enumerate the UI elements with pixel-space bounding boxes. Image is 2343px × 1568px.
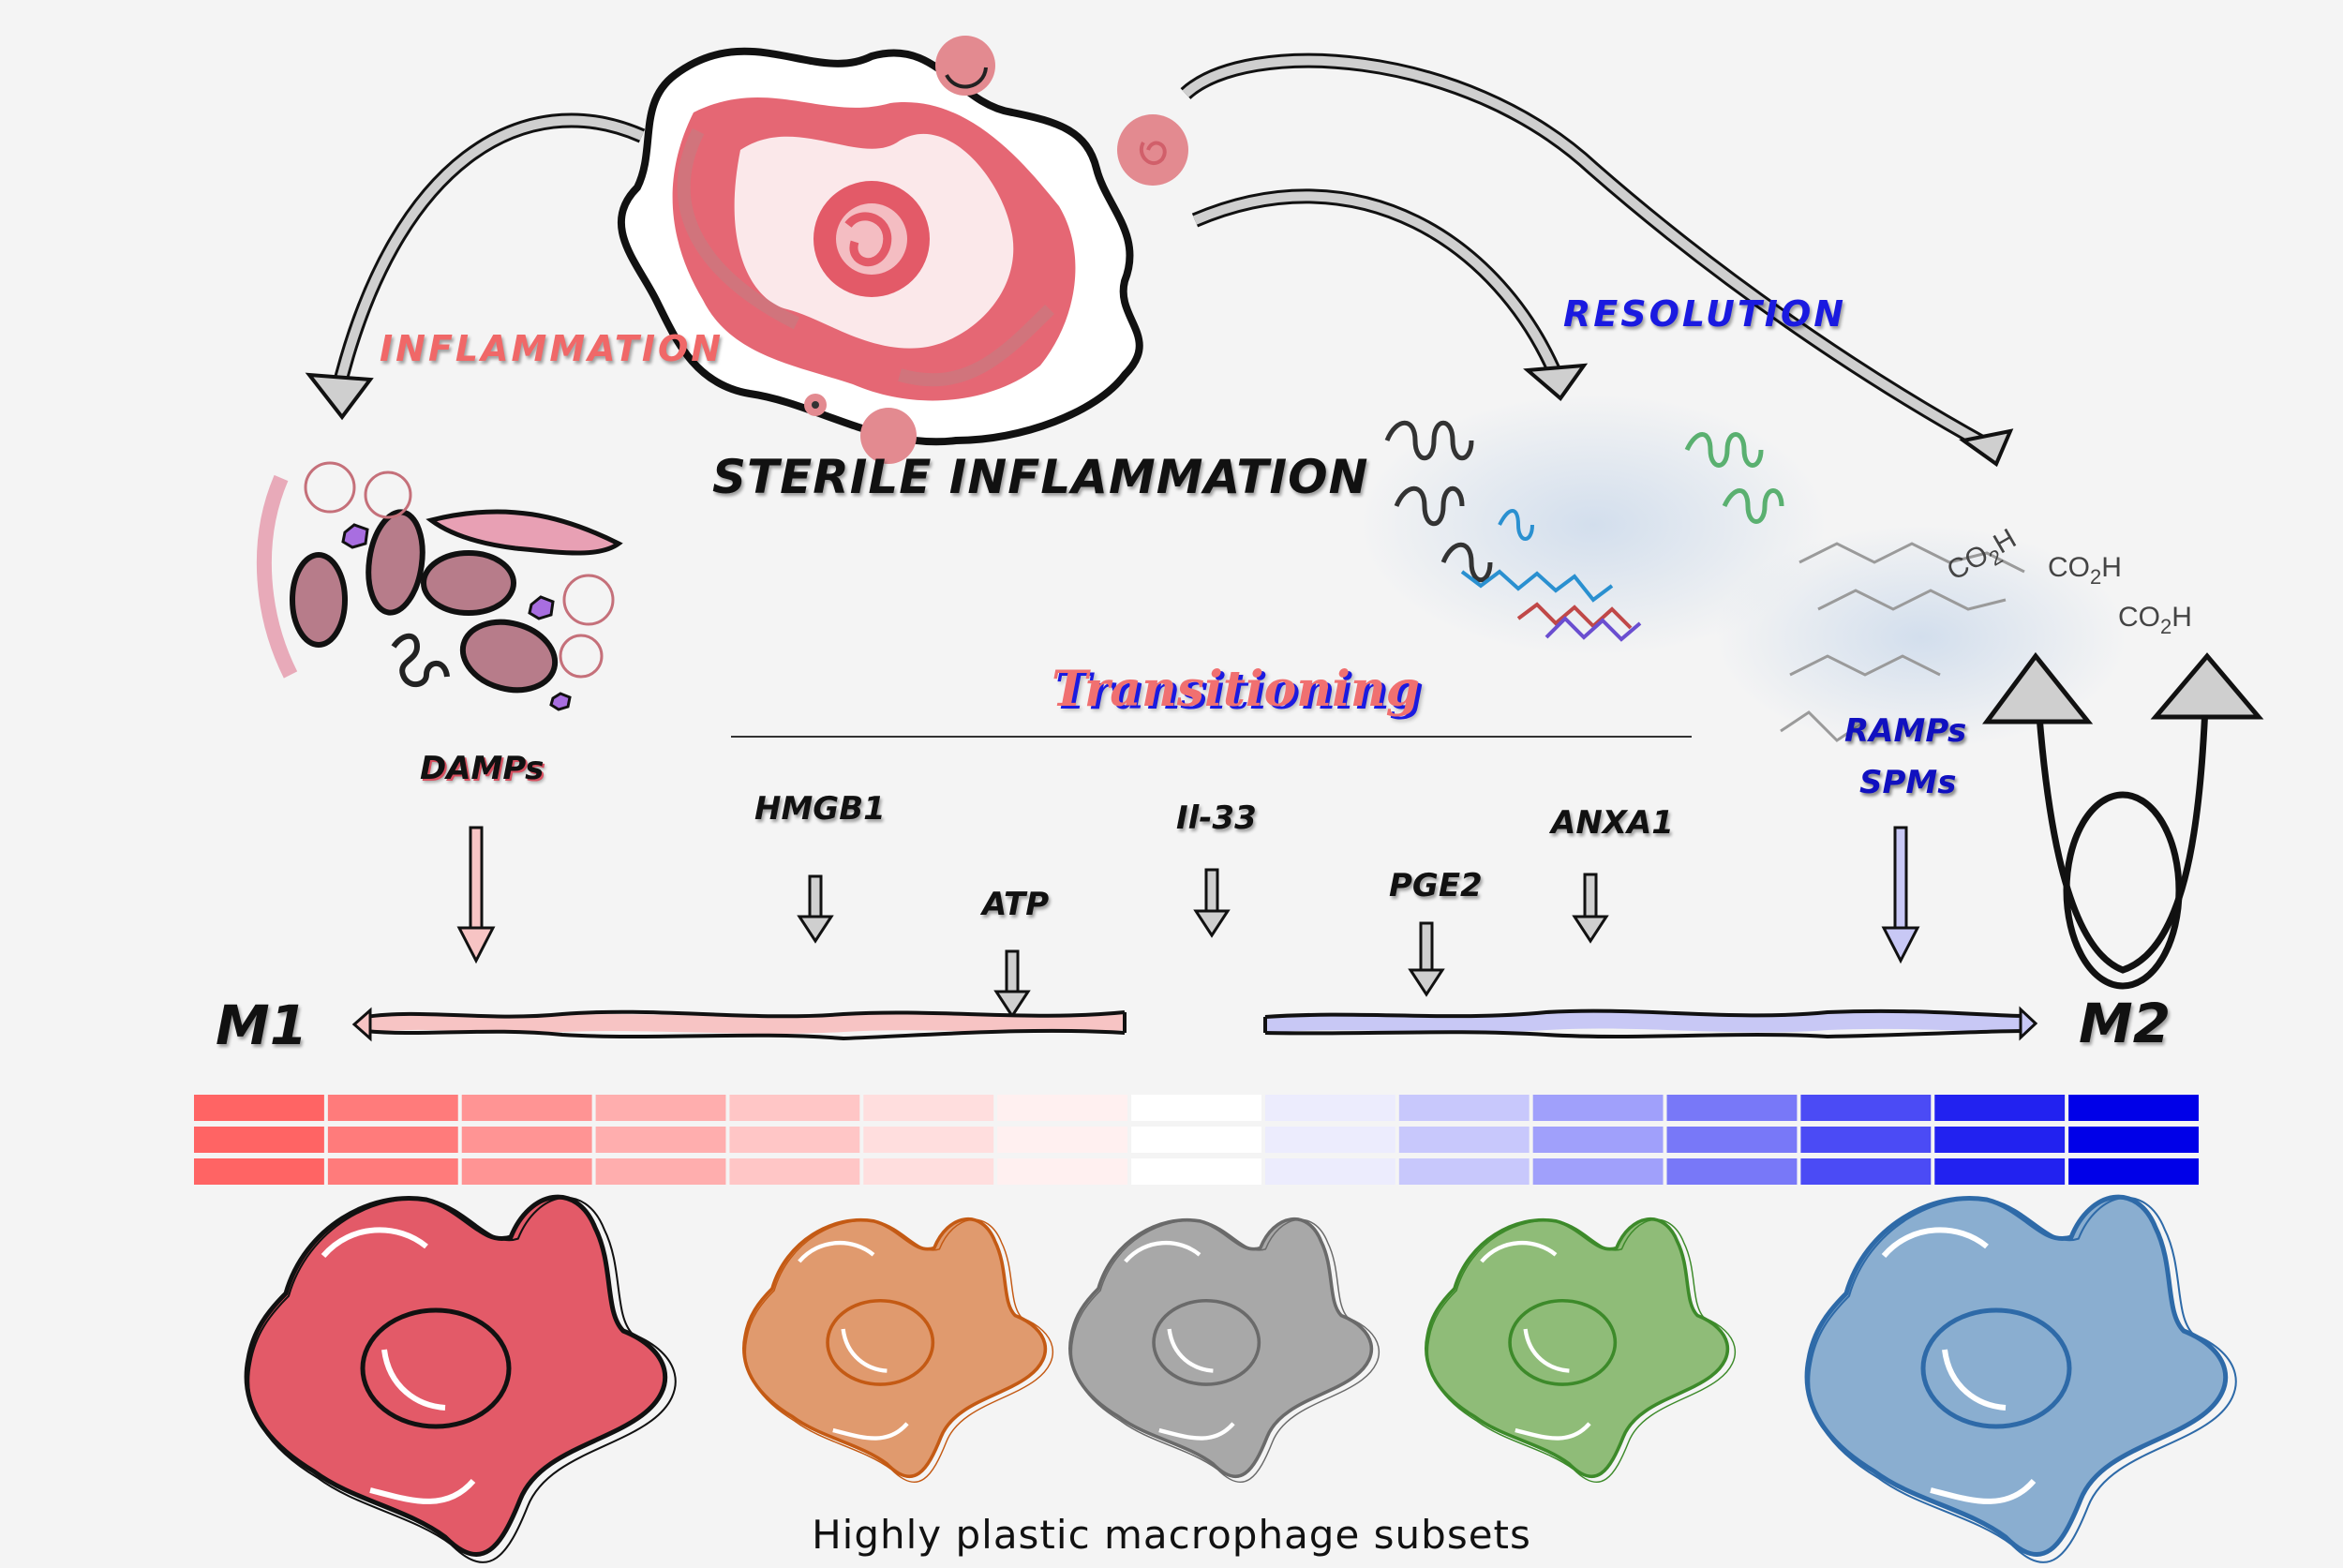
gradient-cell-m1-r1-c5 <box>729 1095 860 1121</box>
m2-polarization-arrow <box>1263 1006 2038 1041</box>
transitioning-title: Transitioning <box>1052 661 1421 718</box>
gradient-cell-m2-r2-c9 <box>1264 1127 1395 1153</box>
mediator-label-atp: ATP <box>982 886 1050 923</box>
mediator-arrow-atp <box>993 949 1031 1019</box>
gradient-cell-m2-r1-c11 <box>1532 1095 1664 1121</box>
ramps-spms-down-arrow <box>1881 826 1920 964</box>
gradient-cell-m1-r1-c6 <box>863 1095 994 1121</box>
resolution-label: RESOLUTION <box>1563 293 1847 335</box>
resolution-protein-illustration: CO2H CO2H CO2H <box>1359 394 2192 750</box>
mediator-label-il33: Il-33 <box>1176 799 1257 837</box>
gradient-cell-neutral-r2-c8 <box>1131 1127 1261 1153</box>
mediator-arrow-hmgb1 <box>797 874 834 944</box>
gradient-cell-m1-r3-c6 <box>863 1158 994 1185</box>
gradient-cell-m1-r3-c4 <box>595 1158 726 1185</box>
macrophage-intermediate-3 <box>1425 1217 1736 1483</box>
macrophage-m2 <box>1804 1194 2237 1563</box>
gradient-cell-m2-r2-c11 <box>1532 1127 1664 1153</box>
gradient-cell-m2-r1-c14 <box>1934 1095 2066 1121</box>
m1-polarization-arrow <box>351 1007 1127 1042</box>
gradient-cell-m2-r2-c10 <box>1398 1127 1530 1153</box>
gradient-cell-m2-r2-c15 <box>2068 1127 2199 1153</box>
mediator-arrow-il33 <box>1193 868 1231 938</box>
gradient-cell-m1-r3-c5 <box>729 1158 860 1185</box>
gradient-cell-m1-r3-c7 <box>997 1158 1128 1185</box>
gradient-cell-m2-r2-c13 <box>1800 1127 1932 1153</box>
gradient-cell-m2-r1-c15 <box>2068 1095 2199 1121</box>
inflammation-label: INFLAMMATION <box>380 328 724 369</box>
ramps-label: RAMPs <box>1844 712 1967 750</box>
gradient-cell-m2-r3-c15 <box>2068 1158 2199 1185</box>
gradient-cell-m1-r1-c3 <box>461 1095 592 1121</box>
curved-arrow-to-spm <box>1180 52 2014 468</box>
curved-arrow-to-inflammation <box>305 112 646 421</box>
gradient-cell-m1-r2-c5 <box>729 1127 860 1153</box>
gradient-cell-m2-r1-c10 <box>1398 1095 1530 1121</box>
macrophage-m1 <box>244 1194 677 1563</box>
sterile-inflammation-label: STERILE INFLAMMATION <box>712 450 1369 504</box>
gradient-cell-m1-r2-c1 <box>194 1127 324 1153</box>
gradient-cell-m2-r1-c12 <box>1666 1095 1798 1121</box>
gradient-cell-neutral-r3-c8 <box>1131 1158 1261 1185</box>
gradient-cell-m2-r3-c11 <box>1532 1158 1664 1185</box>
gradient-cell-m1-r2-c6 <box>863 1127 994 1153</box>
damps-label: DAMPs <box>420 750 545 787</box>
gradient-cell-m2-r3-c12 <box>1666 1158 1798 1185</box>
gradient-cell-m2-r3-c9 <box>1264 1158 1395 1185</box>
gradient-cell-m2-r2-c14 <box>1934 1127 2066 1153</box>
m1-phenotype-label: M1 <box>216 993 308 1057</box>
figure-caption: Highly plastic macrophage subsets <box>812 1512 1531 1558</box>
gradient-cell-m1-r2-c4 <box>595 1127 726 1153</box>
gradient-cell-m2-r1-c9 <box>1264 1095 1395 1121</box>
gradient-cell-m1-r1-c7 <box>997 1095 1128 1121</box>
gradient-cell-m1-r3-c2 <box>327 1158 458 1185</box>
spms-label: SPMs <box>1859 764 1957 801</box>
chem-label-co2h-3: CO2H <box>2118 602 2192 638</box>
gradient-cell-m1-r1-c2 <box>327 1095 458 1121</box>
gradient-cell-m1-r3-c1 <box>194 1158 324 1185</box>
polarization-gradient-bar <box>194 1095 2199 1185</box>
gradient-cell-m1-r2-c2 <box>327 1127 458 1153</box>
m2-phenotype-label: M2 <box>2079 992 2171 1055</box>
gradient-cell-m1-r2-c3 <box>461 1127 592 1153</box>
gradient-cell-m2-r2-c12 <box>1666 1127 1798 1153</box>
curved-arrow-to-resolution <box>1191 188 1589 401</box>
self-renewal-loop-arrow <box>1982 651 2264 990</box>
gradient-cell-m2-r1-c13 <box>1800 1095 1932 1121</box>
gradient-cell-m2-r3-c14 <box>1934 1158 2066 1185</box>
chem-label-co2h-2: CO2H <box>2048 552 2122 589</box>
mediator-arrow-anxa1 <box>1572 873 1609 944</box>
mediator-label-anxa1: ANXA1 <box>1551 804 1674 842</box>
macrophage-intermediate-1 <box>742 1217 1053 1483</box>
mediator-label-hmgb1: HMGB1 <box>754 790 886 828</box>
gradient-cell-m1-r2-c7 <box>997 1127 1128 1153</box>
mediator-arrow-pge2 <box>1408 921 1445 997</box>
damps-down-arrow <box>456 826 496 964</box>
mediator-label-pge2: PGE2 <box>1389 867 1483 904</box>
gradient-cell-m1-r1-c4 <box>595 1095 726 1121</box>
gradient-cell-m2-r3-c10 <box>1398 1158 1530 1185</box>
gradient-cell-neutral-r1-c8 <box>1131 1095 1261 1121</box>
macrophage-intermediate-2 <box>1068 1217 1380 1483</box>
gradient-cell-m1-r1-c1 <box>194 1095 324 1121</box>
sterile-inflammation-cell-illustration <box>617 36 1188 464</box>
gradient-cell-m2-r3-c13 <box>1800 1158 1932 1185</box>
macrophage-subsets <box>244 1194 2237 1563</box>
gradient-cell-m1-r3-c3 <box>461 1158 592 1185</box>
damps-illustration <box>256 461 623 711</box>
